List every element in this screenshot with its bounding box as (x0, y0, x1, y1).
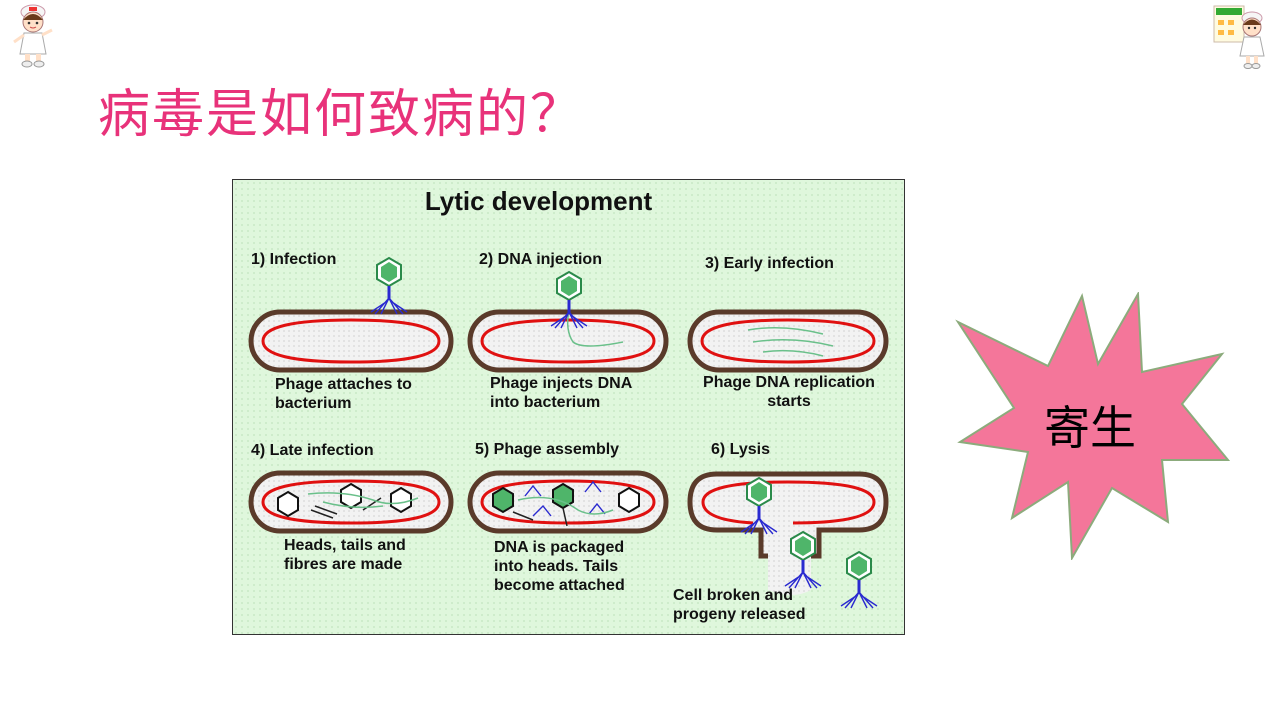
phage-released-icon (840, 551, 878, 609)
callout-text: 寄生 (1044, 401, 1136, 455)
cell-step-1 (248, 309, 454, 373)
caption-step-1: Phage attaches to bacterium (275, 376, 412, 412)
phage-step-1-icon (370, 257, 408, 315)
cell-step-3 (687, 309, 889, 373)
cell-step-2 (467, 309, 669, 373)
step-label-lysis: 6) Lysis (711, 441, 770, 458)
step-label-early-infection: 3) Early infection (705, 255, 834, 272)
lytic-diagram-graphics (248, 257, 889, 609)
caption-step-4: Heads, tails and fibres are made (284, 537, 406, 573)
lytic-development-figure: Lytic development 1) Infection 2) DNA in… (232, 179, 905, 635)
step-label-dna-injection: 2) DNA injection (479, 251, 602, 268)
nurse-decoration-left-icon (13, 4, 53, 68)
caption-step-2: Phage injects DNA into bacterium (490, 375, 633, 411)
starburst-callout (955, 292, 1230, 560)
cell-step-4 (248, 470, 454, 534)
step-label-infection: 1) Infection (251, 251, 337, 268)
caption-step-3: Phage DNA replication starts (703, 374, 875, 410)
cell-step-5 (467, 470, 669, 534)
nurse-hospital-decoration-right-icon (1213, 5, 1265, 69)
step-label-phage-assembly: 5) Phage assembly (475, 441, 620, 458)
figure-title: Lytic development (424, 186, 653, 216)
step-label-late-infection: 4) Late infection (251, 442, 374, 459)
caption-step-5: DNA is packaged into heads. Tails become… (494, 539, 625, 594)
slide-title: 病毒是如何致病的？ (98, 85, 585, 145)
caption-step-6: Cell broken and progeny released (673, 587, 806, 623)
